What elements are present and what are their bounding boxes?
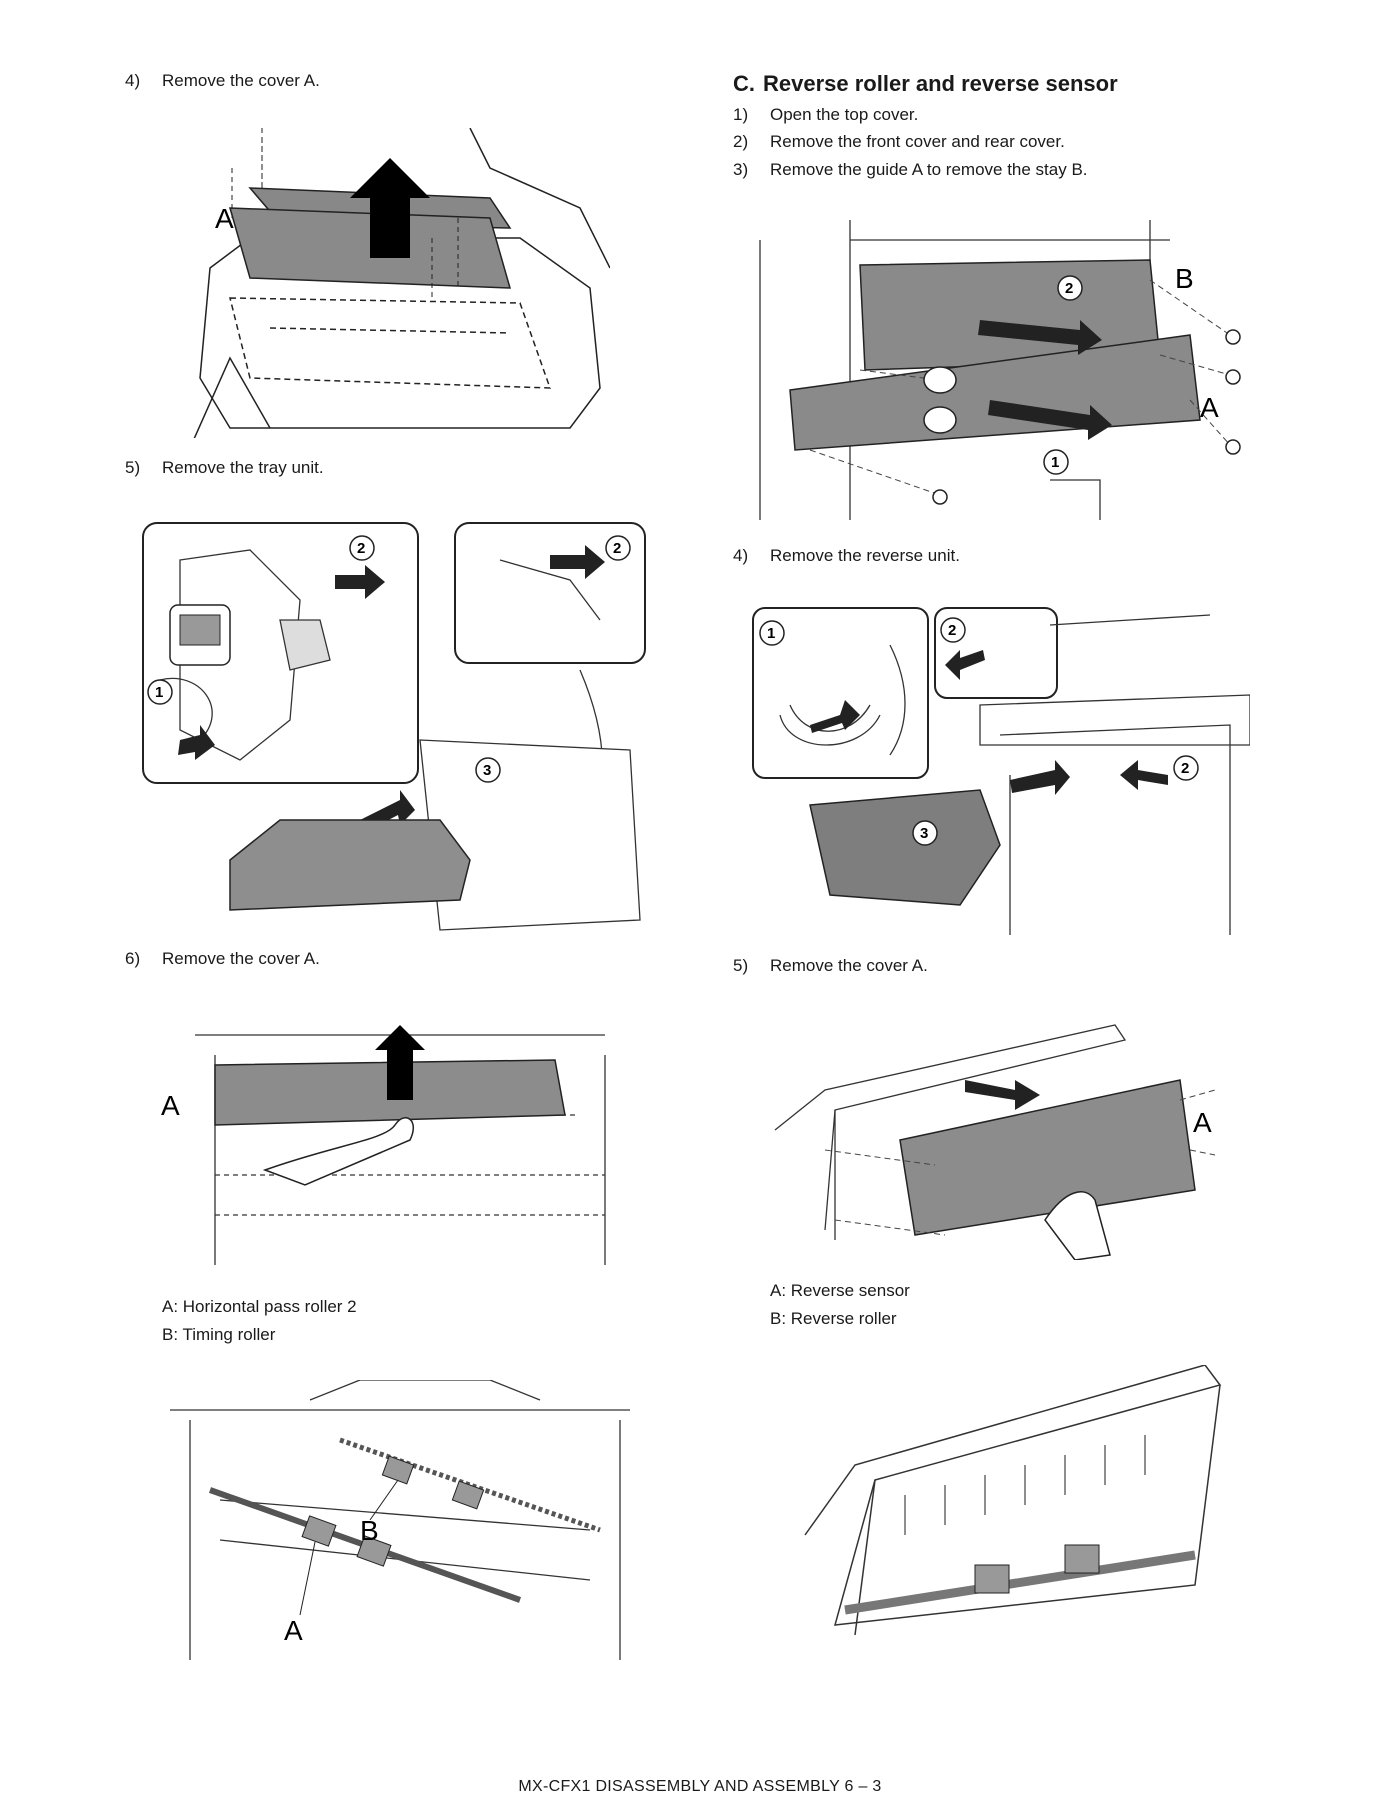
step-text: Remove the reverse unit. — [770, 546, 960, 565]
label-a: A — [1193, 1107, 1212, 1138]
figure-rollers-right — [795, 1365, 1225, 1665]
callout-1: 1 — [1051, 454, 1059, 471]
step-right-3: 3) Remove the guide A to remove the stay … — [733, 159, 1088, 181]
callout-2: 2 — [948, 622, 956, 639]
step-left-4: 4) Remove the cover A. — [125, 70, 320, 92]
section-title: Reverse roller and reverse sensor — [763, 71, 1118, 96]
section-heading: C. Reverse roller and reverse sensor — [733, 71, 1118, 97]
step-left-5: 5) Remove the tray unit. — [125, 457, 324, 479]
label-b: B — [1175, 263, 1194, 294]
callout-1: 1 — [155, 684, 163, 701]
step-number: 4) — [733, 546, 749, 565]
step-text: Remove the tray unit. — [162, 458, 324, 477]
step-text: Remove the cover A. — [162, 949, 320, 968]
label-a: A — [161, 1090, 180, 1121]
step-number: 6) — [125, 949, 141, 968]
callout-3: 3 — [920, 825, 928, 842]
label-a: A — [215, 203, 234, 234]
step-number: 5) — [125, 458, 141, 477]
figure-remove-guide-stay: 2 1 B A — [750, 220, 1260, 520]
step-right-1: 1) Open the top cover. — [733, 104, 918, 126]
step-right-4: 4) Remove the reverse unit. — [733, 545, 960, 567]
figure-remove-cover-a-1: A — [190, 128, 610, 438]
callout-2: 2 — [1181, 760, 1189, 777]
step-left-6: 6) Remove the cover A. — [125, 948, 320, 970]
figure-remove-tray-unit: 2 2 1 3 — [140, 520, 650, 940]
step-number: 3) — [733, 160, 749, 179]
note-right-b: B: Reverse roller — [770, 1309, 897, 1328]
step-number: 5) — [733, 956, 749, 975]
callout-1: 1 — [767, 625, 775, 642]
callout-2: 2 — [357, 540, 365, 557]
section-letter: C. — [733, 71, 755, 96]
page-footer: MX-CFX1 DISASSEMBLY AND ASSEMBLY 6 – 3 — [518, 1778, 882, 1795]
step-text: Open the top cover. — [770, 105, 919, 124]
step-text: Remove the front cover and rear cover. — [770, 132, 1065, 151]
step-text: Remove the cover A. — [162, 71, 320, 90]
note-left-a: A: Horizontal pass roller 2 — [162, 1297, 357, 1316]
callout-2: 2 — [1065, 280, 1073, 297]
step-right-5: 5) Remove the cover A. — [733, 955, 928, 977]
step-text: Remove the guide A to remove the stay B. — [770, 160, 1088, 179]
step-number: 2) — [733, 132, 749, 151]
callout-3: 3 — [483, 762, 491, 779]
step-number: 1) — [733, 105, 749, 124]
step-text: Remove the cover A. — [770, 956, 928, 975]
label-b: B — [360, 1515, 379, 1546]
figure-remove-reverse-unit: 1 2 2 3 — [750, 605, 1250, 935]
note-left-b: B: Timing roller — [162, 1325, 276, 1344]
figure-remove-cover-a-3: A — [765, 1020, 1225, 1260]
step-number: 4) — [125, 71, 141, 90]
label-a: A — [284, 1615, 303, 1646]
note-right-a: A: Reverse sensor — [770, 1281, 910, 1300]
callout-2: 2 — [613, 540, 621, 557]
figure-rollers-left: A B — [160, 1380, 640, 1660]
step-right-2: 2) Remove the front cover and rear cover. — [733, 131, 1065, 153]
figure-remove-cover-a-2: A — [155, 1015, 635, 1275]
label-a: A — [1200, 392, 1219, 423]
